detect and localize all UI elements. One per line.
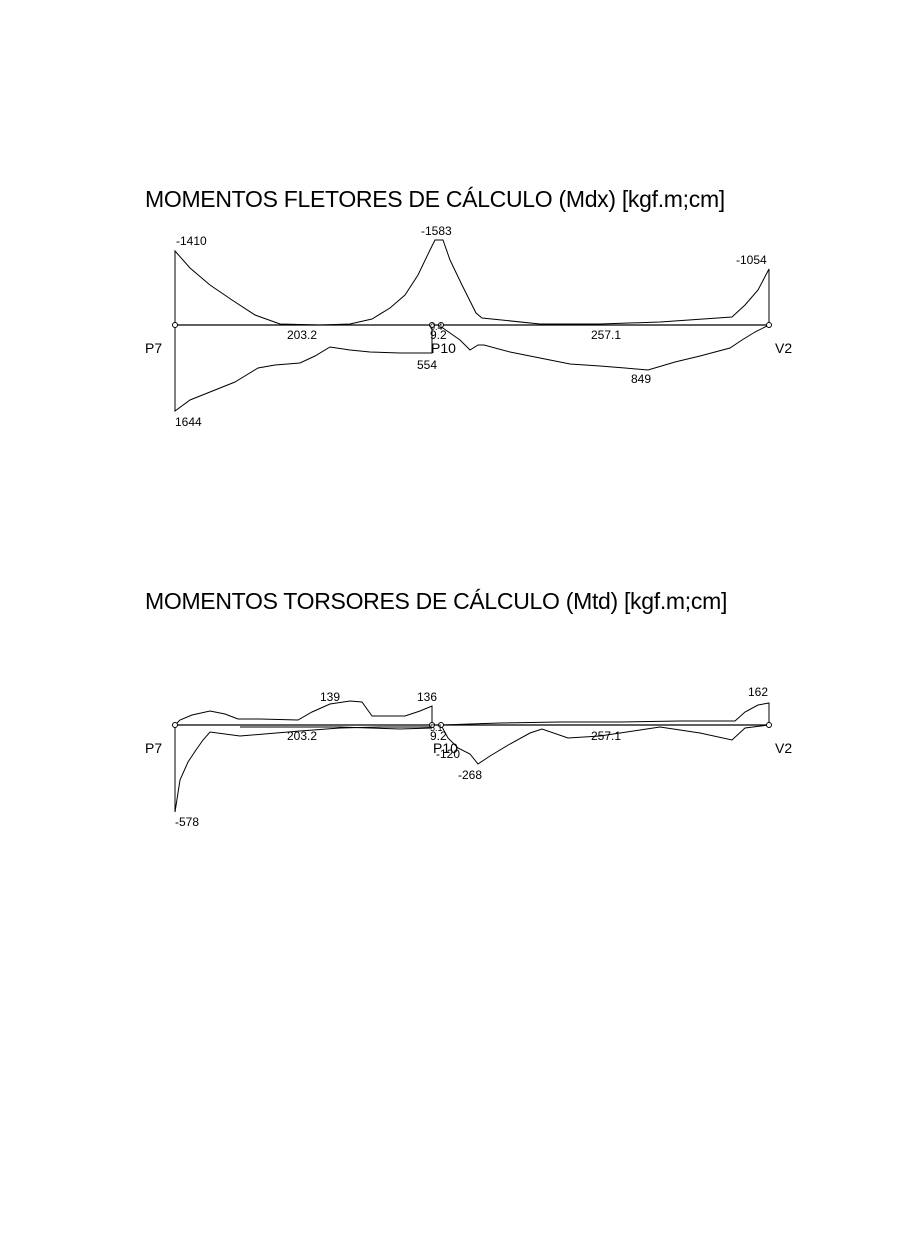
span-length-1: 203.2 xyxy=(287,729,317,743)
mtd-negative-envelope-right xyxy=(440,724,770,765)
span-length-3: 257.1 xyxy=(591,328,621,342)
value-label-neg-mid-a: -120 xyxy=(436,747,460,761)
support-node-v2 xyxy=(766,322,772,328)
value-label-neg-left: -1410 xyxy=(176,234,207,248)
span-length-2: 9.2 xyxy=(430,729,447,743)
value-label-neg-left: -578 xyxy=(175,815,199,829)
small-value-label: 5.1 xyxy=(430,723,443,733)
support-label-p7: P7 xyxy=(145,740,162,756)
value-label-pos-b: 136 xyxy=(417,690,437,704)
mdx-positive-envelope xyxy=(174,325,433,412)
span-length-1: 203.2 xyxy=(287,328,317,342)
mdx-diagram: P7 P10 V2 203.2 9.2 0.4 257.1 -1410 -158… xyxy=(145,224,792,429)
value-label-pos-c: 162 xyxy=(748,685,768,699)
support-node-p10-b xyxy=(438,722,444,728)
support-node-p10-a xyxy=(429,322,435,328)
value-label-pos-right: 849 xyxy=(631,372,651,386)
support-node-p7 xyxy=(172,722,178,728)
value-label-pos-a: 139 xyxy=(320,690,340,704)
support-label-p10: P10 xyxy=(433,740,458,756)
value-label-pos-mid: 554 xyxy=(417,358,437,372)
support-node-p10-b xyxy=(438,322,444,328)
span-length-2: 9.2 xyxy=(430,328,447,342)
support-label-p7: P7 xyxy=(145,340,162,356)
small-value-label: 0.4 xyxy=(430,322,443,332)
value-label-neg-mid-b: -268 xyxy=(458,768,482,782)
support-node-p10-a xyxy=(429,722,435,728)
value-label-neg-mid: -1583 xyxy=(421,224,452,238)
support-node-p7 xyxy=(172,322,178,328)
support-label-p10: P10 xyxy=(431,340,456,356)
support-node-v2 xyxy=(766,722,772,728)
mdx-positive-envelope-right xyxy=(439,324,770,371)
mdx-diagram-title: MOMENTOS FLETORES DE CÁLCULO (Mdx) [kgf.… xyxy=(145,186,725,212)
support-label-v2: V2 xyxy=(775,740,792,756)
mtd-positive-envelope-right xyxy=(440,702,770,726)
mtd-positive-envelope xyxy=(174,700,433,726)
mtd-diagram: P7 P10 V2 203.2 9.2 5.1 257.1 139 136 16… xyxy=(145,685,792,829)
mdx-negative-envelope xyxy=(174,239,770,326)
mtd-negative-envelope xyxy=(174,725,432,813)
value-label-neg-right: -1054 xyxy=(736,253,767,267)
mtd-diagram-title: MOMENTOS TORSORES DE CÁLCULO (Mtd) [kgf.… xyxy=(145,588,728,614)
support-label-v2: V2 xyxy=(775,340,792,356)
value-label-pos-left: 1644 xyxy=(175,415,202,429)
span-length-3: 257.1 xyxy=(591,729,621,743)
